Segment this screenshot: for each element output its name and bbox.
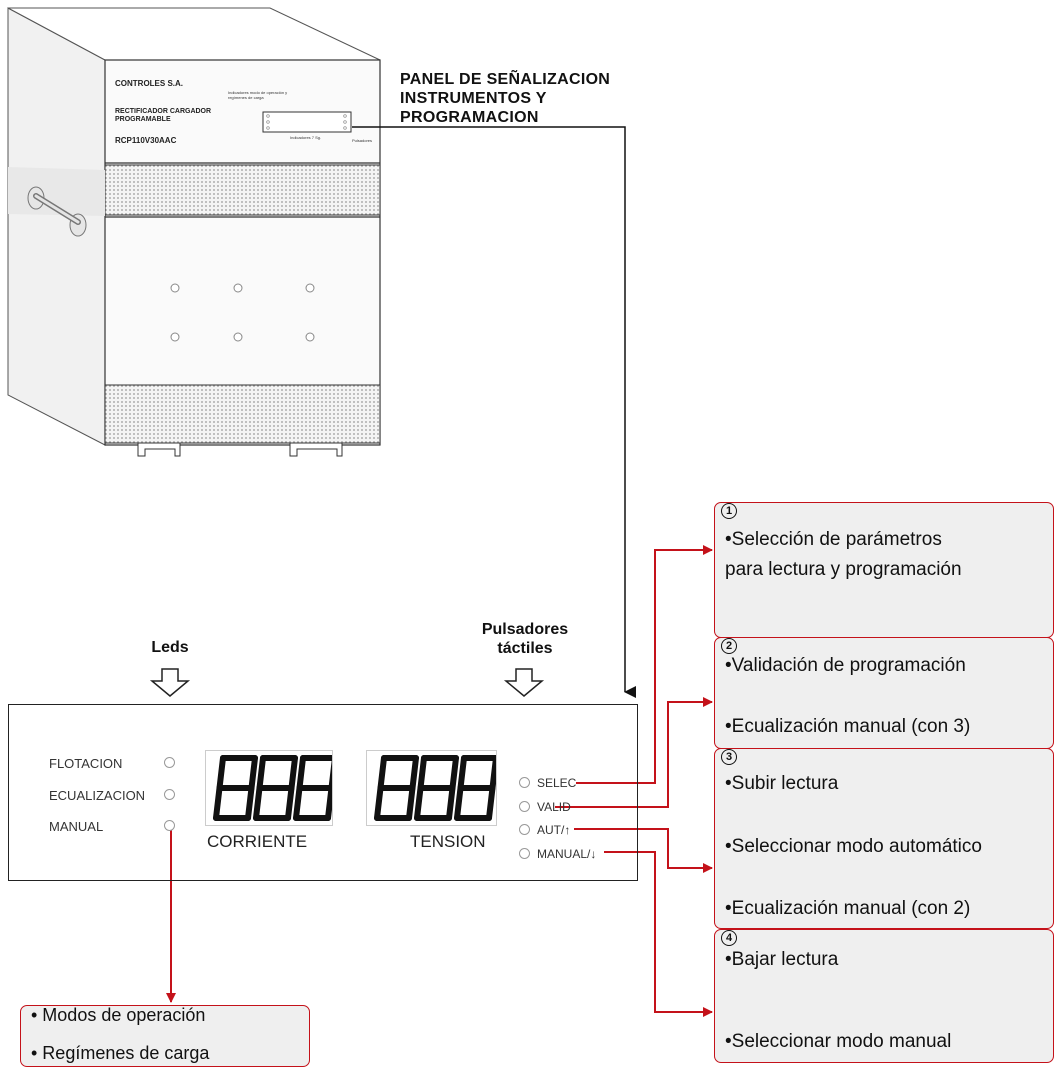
callout-1-line-2: para lectura y programación [725, 559, 962, 580]
led-ecualizacion [164, 789, 175, 800]
led-label-flotacion: FLOTACION [49, 756, 123, 771]
display-0-digit-0-segment-4 [213, 785, 223, 821]
callout-2-number: 2 [721, 638, 737, 654]
pulsadores-header: Pulsadores táctiles [481, 621, 569, 657]
callout-4: 4 •Bajar lectura •Seleccionar modo manua… [714, 929, 1054, 1063]
display-0-digit-1-segment-4 [253, 785, 263, 821]
led-label-manual: MANUAL [49, 819, 104, 834]
display-0-digit-0-segment-5 [216, 755, 226, 791]
button-label-valid: VALID [537, 800, 571, 814]
display-1-digit-1-segment-5 [417, 755, 427, 791]
display-1-digit-1-segment-2 [446, 785, 456, 821]
display-tension [366, 750, 499, 826]
lower-vent-grille [104, 384, 381, 444]
led-flotacion [164, 757, 175, 768]
display-1-digit-2-segment-2 [486, 785, 496, 821]
display-corriente [205, 750, 338, 826]
callout-4-line-2: •Seleccionar modo manual [725, 1031, 952, 1052]
upper-vent-grille [104, 164, 381, 216]
cabinet-side-face [7, 7, 106, 446]
button-aut[interactable] [519, 824, 530, 835]
display-label-tension: TENSION [410, 832, 486, 851]
cabinet-product-label: RECTIFICADOR CARGADOR PROGRAMABLE [115, 108, 212, 123]
leds-header: Leds [151, 639, 189, 656]
display-1-digit-2-segment-1 [489, 755, 499, 791]
button-label-manual: MANUAL/↓ [537, 847, 597, 861]
callout-2-line-2: •Ecualización manual (con 3) [725, 716, 971, 737]
button-label-aut: AUT/↑ [537, 823, 571, 837]
button-valid[interactable] [519, 801, 530, 812]
callout-3: 3 •Subir lectura •Seleccionar modo autom… [714, 748, 1054, 929]
callout-2: 2 •Validación de programación •Ecualizac… [714, 637, 1054, 749]
front-panel [8, 704, 638, 881]
display-0-digit-2-segment-2 [325, 785, 335, 821]
seven-segment-corriente [213, 755, 338, 821]
callout-4-number: 4 [721, 930, 737, 946]
display-1-digit-0-segment-5 [377, 755, 387, 791]
display-1-digit-1-segment-4 [414, 785, 424, 821]
display-0-digit-1-segment-5 [256, 755, 266, 791]
led-label-ecualizacion: ECUALIZACION [49, 788, 146, 803]
button-selec[interactable] [519, 777, 530, 788]
callout-1: 1 •Selección de parámetros para lectura … [714, 502, 1054, 638]
display-1-digit-2-segment-4 [454, 785, 464, 821]
front-screw-holes [170, 283, 315, 342]
cabinet-pulsadores-note: Pulsadores [352, 138, 373, 143]
cabinet-model-label: RCP110V30AAC [115, 136, 177, 145]
cabinet-handle [27, 186, 87, 237]
cabinet-indicators-note: Indicadores modo de operación y regímene… [228, 90, 288, 100]
display-0-digit-0-segment-2 [245, 785, 255, 821]
callout-3-line-3: •Ecualización manual (con 2) [725, 898, 971, 919]
display-1-digit-2-segment-5 [457, 755, 467, 791]
cabinet-illustration [7, 7, 381, 457]
display-0-digit-1-segment-1 [288, 755, 298, 791]
leds-callout-line-2: • Regímenes de carga [31, 1043, 210, 1063]
display-0-digit-1-segment-2 [285, 785, 295, 821]
callout-3-line-1: •Subir lectura [725, 773, 839, 794]
leds-callout: • Modos de operación • Regímenes de carg… [20, 1005, 310, 1067]
display-0-digit-0-segment-1 [248, 755, 258, 791]
callout-3-line-2: •Seleccionar modo automático [725, 836, 982, 857]
callout-1-number: 1 [721, 503, 737, 519]
panel-connector-line [352, 126, 636, 698]
pulsadores-down-arrow [503, 668, 545, 697]
leds-down-arrow [149, 668, 191, 697]
display-1-digit-0-segment-2 [406, 785, 416, 821]
button-manual[interactable] [519, 848, 530, 859]
callout-1-line-1: •Selección de parámetros [725, 529, 942, 550]
cabinet-feet [137, 442, 343, 457]
display-1-digit-1-segment-1 [449, 755, 459, 791]
leds-callout-line-1: • Modos de operación [31, 1005, 206, 1025]
button-label-selec: SELEC [537, 776, 577, 790]
cabinet-mini-panel [262, 111, 352, 133]
callout-3-number: 3 [721, 749, 737, 765]
display-label-corriente: CORRIENTE [207, 832, 308, 851]
display-0-digit-2-segment-1 [328, 755, 338, 791]
display-0-digit-2-segment-4 [293, 785, 303, 821]
led-manual [164, 820, 175, 831]
cabinet-7seg-note: Indicadores 7 Sg. [290, 135, 322, 140]
display-1-digit-0-segment-4 [374, 785, 384, 821]
display-1-digit-0-segment-1 [409, 755, 419, 791]
red-connectors [166, 545, 713, 1017]
cabinet-company-label: CONTROLES S.A. [115, 79, 184, 88]
callout-4-line-1: •Bajar lectura [725, 949, 839, 970]
seven-segment-tension [374, 755, 499, 821]
display-0-digit-2-segment-5 [296, 755, 306, 791]
callout-2-line-1: •Validación de programación [725, 655, 966, 676]
panel-title: PANEL DE SEÑALIZACION INSTRUMENTOS Y PRO… [400, 71, 611, 126]
